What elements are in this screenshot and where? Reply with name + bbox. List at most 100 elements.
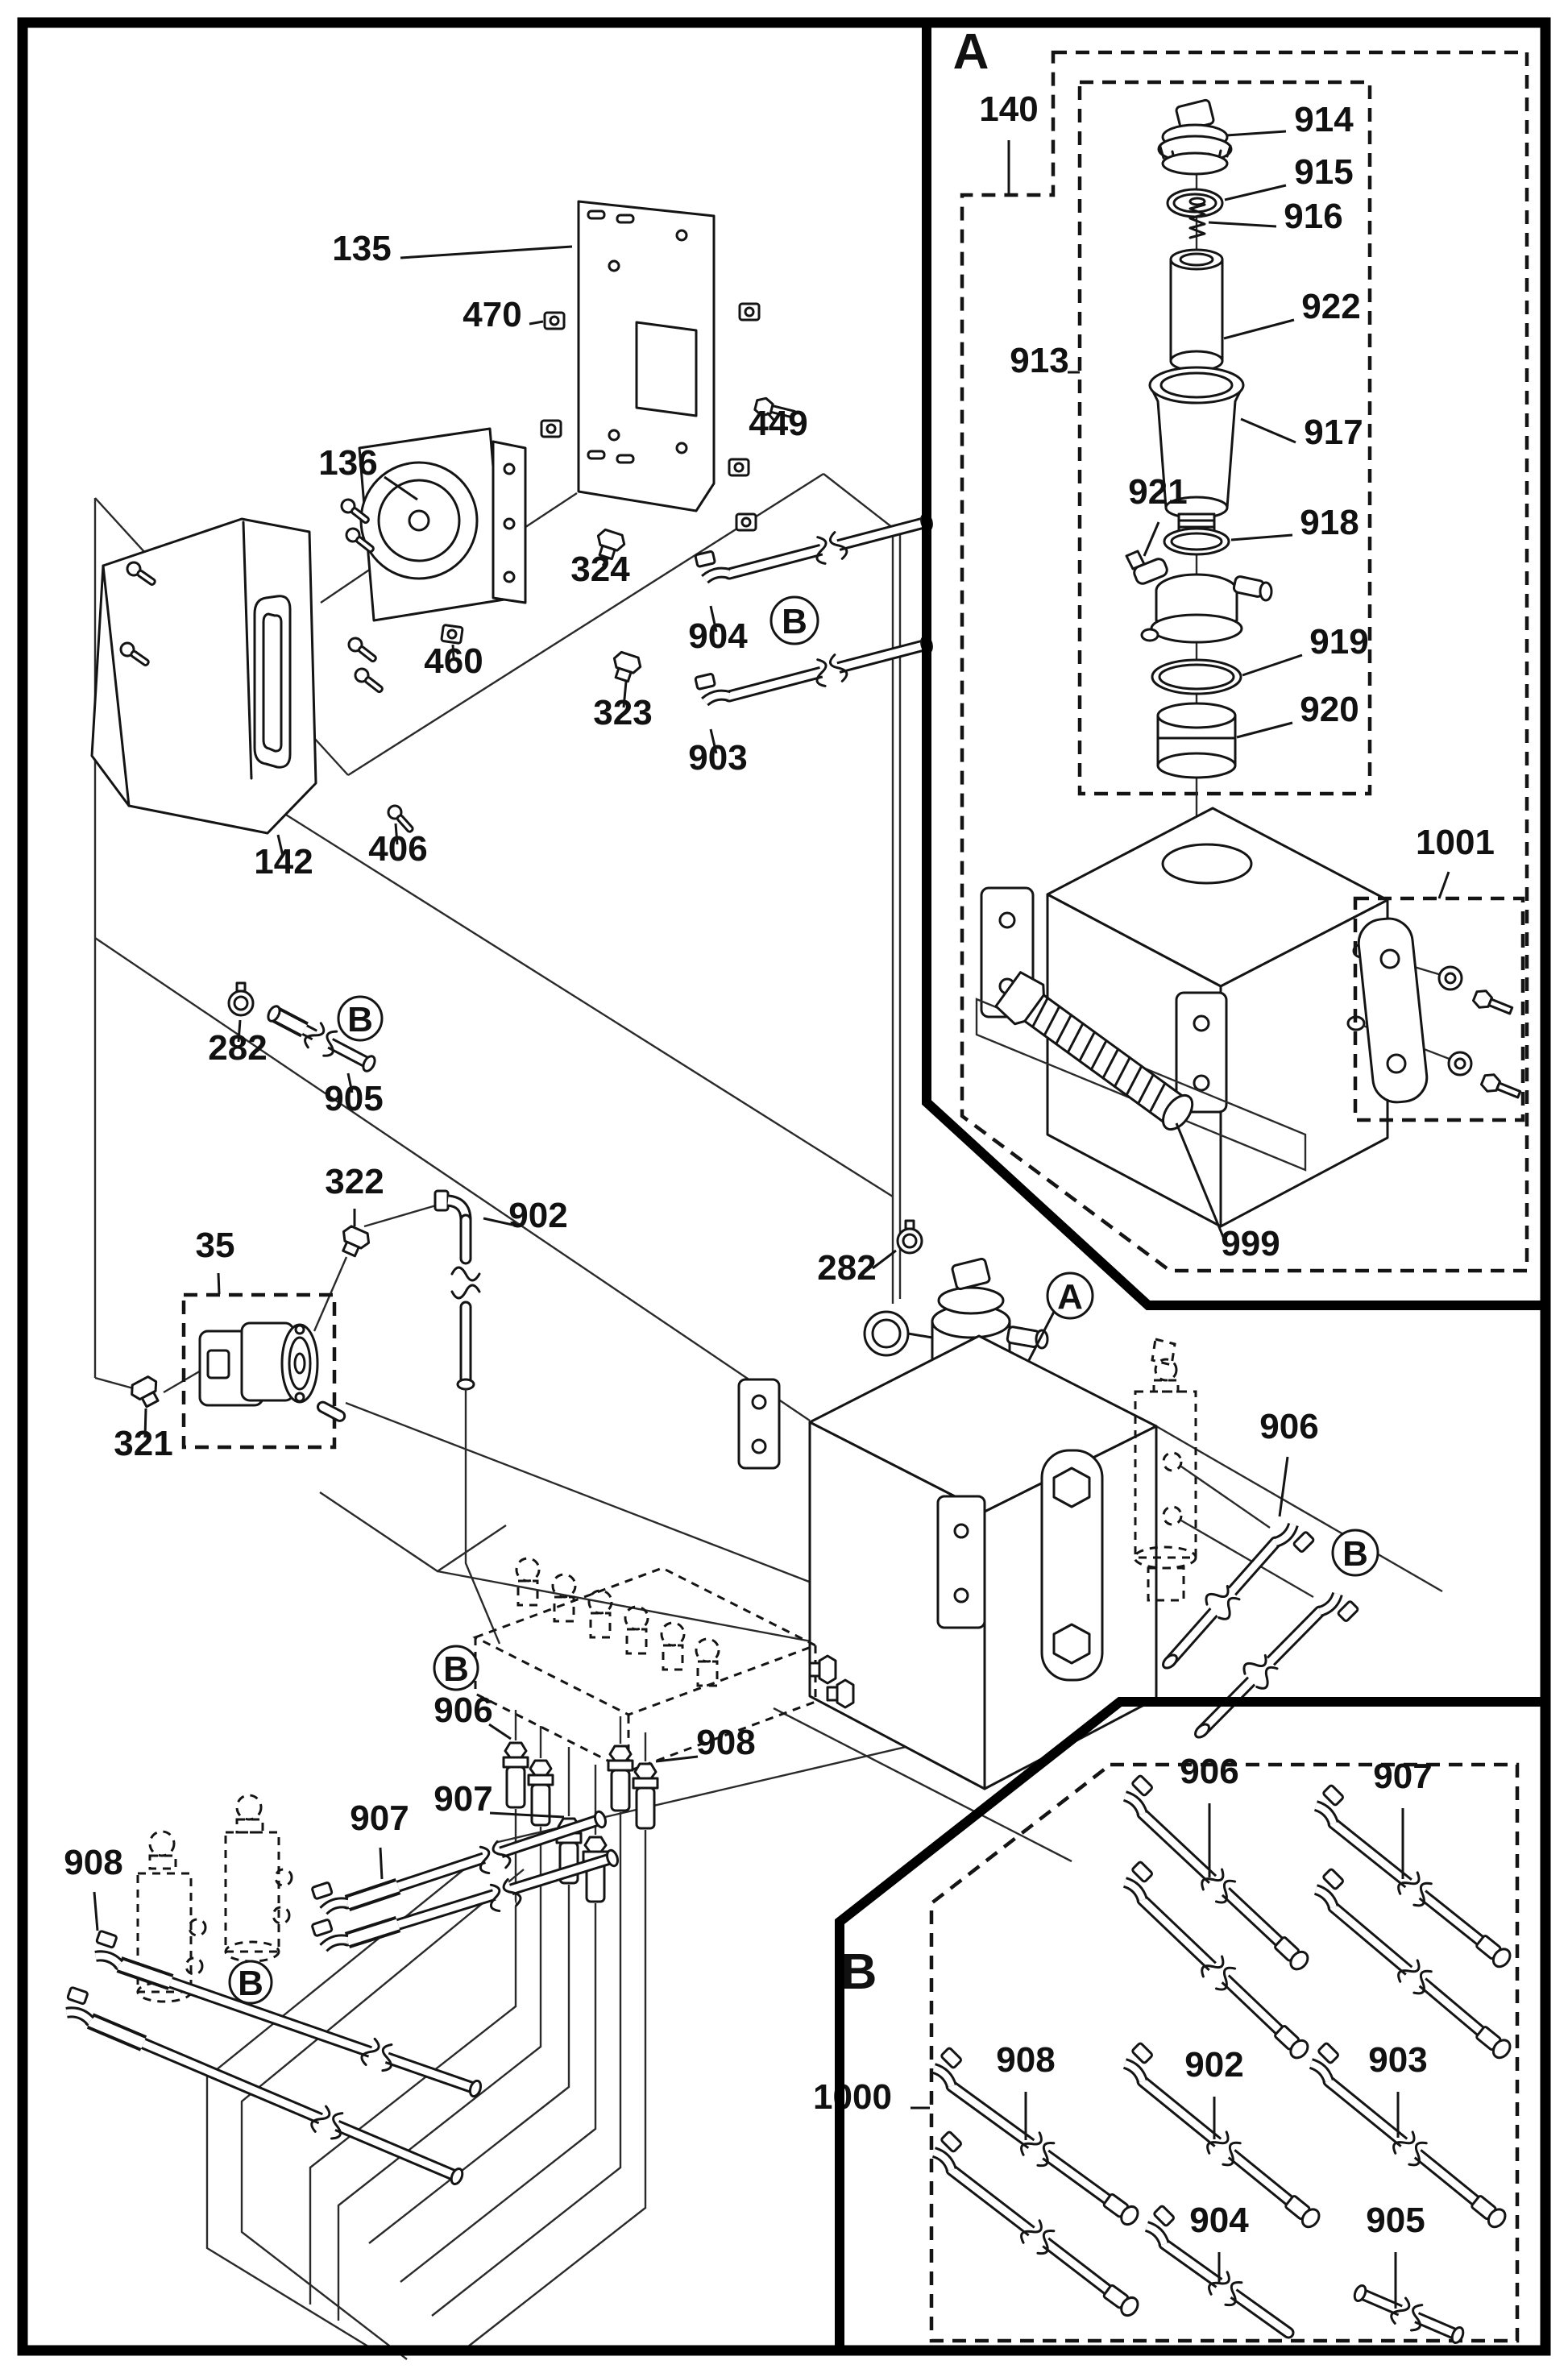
kit-label-903: 903 [1368,2040,1427,2080]
reservoir-tank-a [980,807,1462,1228]
part-label-1000: 1000 [813,2077,892,2117]
cooler-group: 135 470 449 136 324 904 323 903 460 406 … [90,200,933,882]
detail-a-section: 140 913 914 915 916 922 917 921 918 919 … [960,50,1529,1273]
kit-hose-903 [1311,2043,1510,2232]
deck-cylinder-right-ref [224,1794,293,1963]
hose-end-908-1 [607,1744,634,1812]
tank-group: 282 A [737,1219,1379,1790]
kit-hose-904 [1147,2205,1295,2339]
detail-ref-a-tank: A [1027,1272,1094,1363]
part-label-135: 135 [332,229,391,268]
part-label-282-tank: 282 [817,1248,876,1288]
kit-label-902: 902 [1184,2045,1243,2085]
part-label-904: 904 [688,616,748,656]
hose-908-b [57,1981,464,2185]
hose-904 [687,512,933,589]
hose-end-908-2 [632,1762,659,1830]
svg-text:B: B [347,1000,373,1039]
part-label-321: 321 [114,1424,172,1463]
part-label-406: 406 [368,829,427,869]
detail-ref-b-tank: B [1331,1529,1379,1577]
collar-920 [1156,702,1237,779]
part-label-470: 470 [463,295,521,334]
section-b-letter: B [841,1944,877,2000]
cylinders-group: 908 907 B [57,1794,619,2185]
part-label-907-valve: 907 [433,1779,492,1819]
filter-element-922 [1169,248,1224,372]
box-35 [181,1292,337,1450]
hose-902 [433,1189,501,1645]
elbow-321 [127,1373,166,1412]
part-label-282: 282 [208,1028,267,1068]
clamp-282-tank [896,1219,923,1255]
section-a-boundary [922,20,1548,1310]
part-label-913: 913 [1010,341,1068,380]
box-140 [960,50,1529,1273]
kit-hose-907-2 [1316,1869,1515,2063]
spring-916 [1188,197,1206,239]
part-label-449: 449 [749,404,807,443]
svg-text:A: A [1057,1277,1083,1317]
part-label-914: 914 [1294,100,1354,139]
reservoir-tank-main [737,1334,1158,1790]
fitting-323 [608,649,645,685]
part-label-35: 35 [196,1226,235,1265]
kit-label-904: 904 [1189,2201,1249,2240]
oring-918 [1163,527,1230,556]
control-valve-ref [472,1557,855,1774]
part-label-999: 999 [1221,1224,1280,1263]
svg-text:B: B [238,1964,263,2003]
hose-907-a [305,1810,607,1919]
section-b-boundary [835,1697,1548,2353]
clip-nut-470c [738,302,761,322]
part-label-324: 324 [570,550,630,589]
svg-text:B: B [443,1649,469,1689]
clip-nut-470 [543,311,566,330]
kit-label-905: 905 [1366,2201,1425,2240]
part-label-922: 922 [1301,287,1360,326]
part-label-908-cyl: 908 [64,1843,122,1882]
kit-hose-906-1 [1125,1775,1313,1974]
part-label-906-valve: 906 [433,1691,492,1730]
oring-919 [1151,658,1242,695]
part-label-921: 921 [1128,472,1187,512]
shroud-142 [90,517,317,835]
kit-hose-902 [1125,2043,1324,2232]
clip-nut-470d [728,458,750,477]
detail-b-section: 1000 [813,1752,1520,2344]
svg-text:B: B [782,602,807,641]
part-label-140: 140 [979,89,1038,129]
oil-cooler-136 [358,427,527,622]
part-label-918: 918 [1300,503,1359,542]
clamp-282 [227,981,255,1017]
kit-label-906: 906 [1180,1752,1238,1791]
cover-plate-kit-1001 [1353,896,1525,1122]
part-label-920: 920 [1300,690,1359,729]
box-913 [1077,80,1372,796]
mount-plate-135 [577,200,716,512]
hose-906-cylinder-b [1194,1594,1359,1739]
part-label-323: 323 [593,693,652,732]
box-1000 [929,1762,1520,2343]
screw-right-4 [351,665,387,697]
clip-nut-470e [735,512,757,532]
part-label-906-cyl: 906 [1259,1407,1318,1446]
part-label-322: 322 [325,1162,384,1201]
detail-ref-b-cylinders: B [228,1960,273,2005]
suction-strainer-999 [975,971,1307,1172]
kit-hose-906-2 [1125,1861,1313,2063]
screw-right-3 [345,634,380,666]
part-label-142: 142 [254,842,313,882]
detail-ref-b-pump: B [337,995,384,1042]
part-label-919: 919 [1309,622,1368,662]
svg-text:B: B [1342,1534,1368,1574]
clip-nut-470b [540,419,562,438]
page-border [17,17,1551,2356]
part-label-908-valve: 908 [696,1723,755,1762]
part-label-1001: 1001 [1416,823,1495,862]
hose-906-cylinder-a [1162,1525,1315,1670]
fitting-322 [335,1222,374,1260]
pump-group: 282 905 B 35 322 321 902 [114,981,568,1645]
part-label-905: 905 [324,1079,383,1118]
